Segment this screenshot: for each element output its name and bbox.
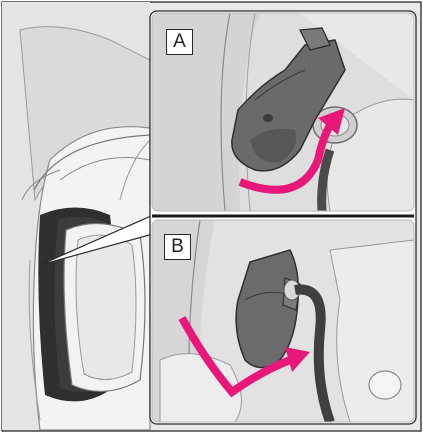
panel-b-illustration — [152, 220, 414, 422]
panel-label-b: B — [164, 234, 191, 260]
wheel-well-background — [2, 2, 150, 430]
panel-label-a: A — [166, 29, 193, 55]
